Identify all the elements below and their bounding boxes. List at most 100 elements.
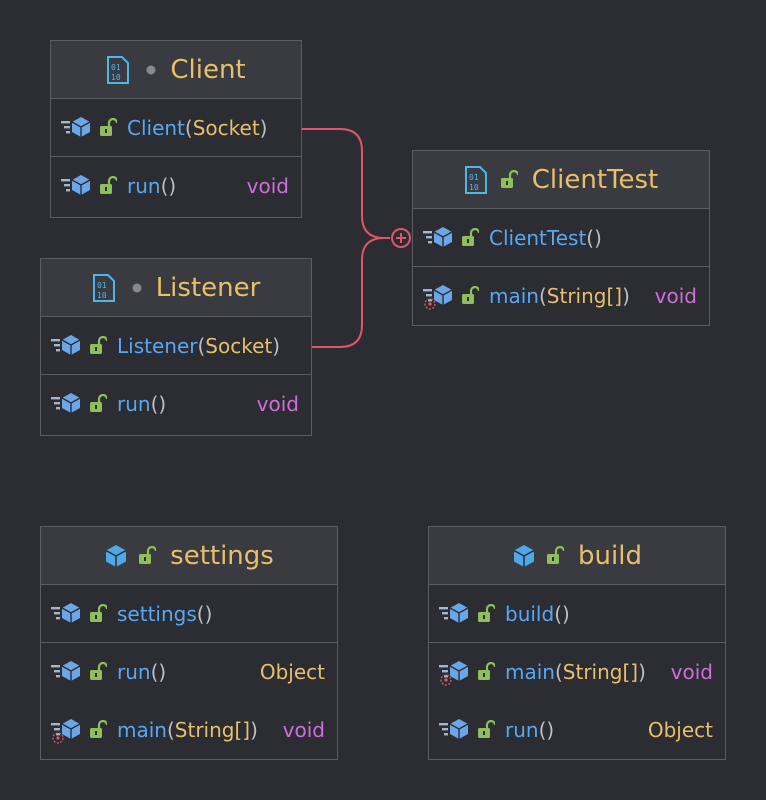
member-row[interactable]: settings() [41,585,337,643]
member-row[interactable]: run() Object [429,701,725,759]
svg-text:01: 01 [97,281,107,290]
member-return-type: void [282,718,325,742]
open-lock-icon [99,176,117,196]
class-cube-icon [104,544,128,568]
member-row[interactable]: main(String[]) void [413,267,709,325]
paren-pair: () [150,660,167,684]
class-header: build [429,527,725,585]
class-header: settings [41,527,337,585]
class-title: settings [170,540,274,571]
paren-close: ) [272,333,281,358]
static-method-icon [423,284,457,310]
paren-pair: () [196,601,213,626]
member-name: ClientTest [489,225,587,250]
class-title: ClientTest [531,164,659,195]
method-icon [439,602,473,626]
class-title: Listener [155,272,261,303]
open-lock-icon [99,117,117,138]
open-lock-icon [477,662,495,682]
open-lock-icon [138,545,157,566]
member-return-type: Object [259,660,325,684]
paren-pair: () [160,174,177,198]
member-name: build [505,601,555,626]
member-name: main [505,660,555,684]
open-lock-icon [461,227,479,248]
method-icon [51,660,85,684]
method-icon [61,116,95,140]
method-icon [439,718,473,742]
member-return-type: void [246,174,289,198]
edge-client-clienttest [302,128,390,239]
member-row[interactable]: run() void [41,375,311,433]
method-icon [51,392,85,416]
member-row[interactable]: build() [429,585,725,643]
member-name: main [117,718,167,742]
member-params: Socket [205,333,273,358]
class-build[interactable]: build build() main(String[]) void run() … [428,526,726,760]
member-name: run [127,174,161,198]
package-private-dot-icon [146,65,156,75]
paren-close: ) [250,718,258,742]
svg-text:01: 01 [469,173,479,182]
member-return-type: void [670,660,713,684]
paren-pair: () [538,718,555,742]
member-row[interactable]: main(String[]) void [429,643,725,701]
member-row[interactable]: ClientTest() [413,209,709,267]
paren-open: ( [166,718,175,742]
package-private-dot-icon [132,283,142,293]
static-method-icon [51,718,85,744]
member-row[interactable]: run() void [51,157,301,215]
class-settings[interactable]: settings settings() run() Object main(St… [40,526,338,760]
method-icon [423,226,457,250]
svg-text:10: 10 [111,73,121,82]
edge-listener-clienttest [312,237,390,348]
svg-text:10: 10 [469,183,479,192]
class-cube-icon [512,544,536,568]
member-name: run [117,660,151,684]
member-row[interactable]: Listener(Socket) [41,317,311,375]
paren-close: ) [638,660,646,684]
member-params: Socket [192,115,260,140]
method-icon [51,334,85,358]
open-lock-icon [89,720,107,740]
paren-pair: () [554,601,570,626]
static-method-icon [439,660,473,686]
member-row[interactable]: run() Object [41,643,337,701]
member-return-type: void [654,284,697,308]
paren-pair: () [150,392,167,416]
method-icon [61,174,95,198]
member-row[interactable]: main(String[]) void [41,701,337,759]
paren-close: ) [259,115,268,140]
open-lock-icon [89,662,107,682]
paren-open: ( [554,660,563,684]
paren-close: ) [622,284,630,308]
open-lock-icon [461,286,479,306]
member-return-type: Object [647,718,713,742]
member-params: String[] [546,284,623,308]
member-name: settings [117,601,197,626]
member-params: String[] [562,660,639,684]
open-lock-icon [89,335,107,356]
class-title: build [578,540,642,571]
paren-open: ( [184,115,193,140]
member-name: Listener [117,333,198,358]
open-lock-icon [89,394,107,414]
method-icon [51,602,85,626]
member-row[interactable]: Client(Socket) [51,99,301,157]
paren-pair: () [586,225,602,250]
open-lock-icon [477,720,495,740]
paren-open: ( [197,333,206,358]
member-name: Client [127,115,185,140]
open-lock-icon [477,603,495,624]
svg-text:10: 10 [97,291,107,300]
member-name: run [117,392,151,416]
